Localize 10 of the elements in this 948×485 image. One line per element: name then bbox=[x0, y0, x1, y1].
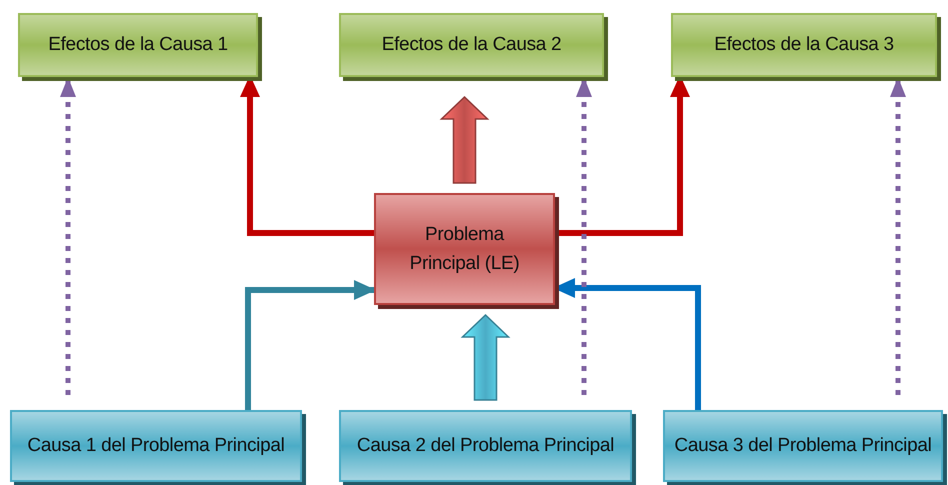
cause-label: Causa 2 del Problema Principal bbox=[356, 435, 616, 457]
arrow bbox=[245, 280, 376, 410]
effect-label: Efectos de la Causa 3 bbox=[713, 34, 895, 56]
block-arrow bbox=[440, 96, 490, 184]
block-arrow bbox=[460, 314, 510, 401]
cause-label: Causa 1 del Problema Principal bbox=[26, 435, 286, 457]
cause-label: Causa 3 del Problema Principal bbox=[673, 435, 933, 457]
problem-text: Problema Principal (LE) bbox=[408, 222, 520, 276]
effect-label: Efectos de la Causa 2 bbox=[380, 34, 562, 56]
effect-label: Efectos de la Causa 1 bbox=[47, 34, 229, 56]
